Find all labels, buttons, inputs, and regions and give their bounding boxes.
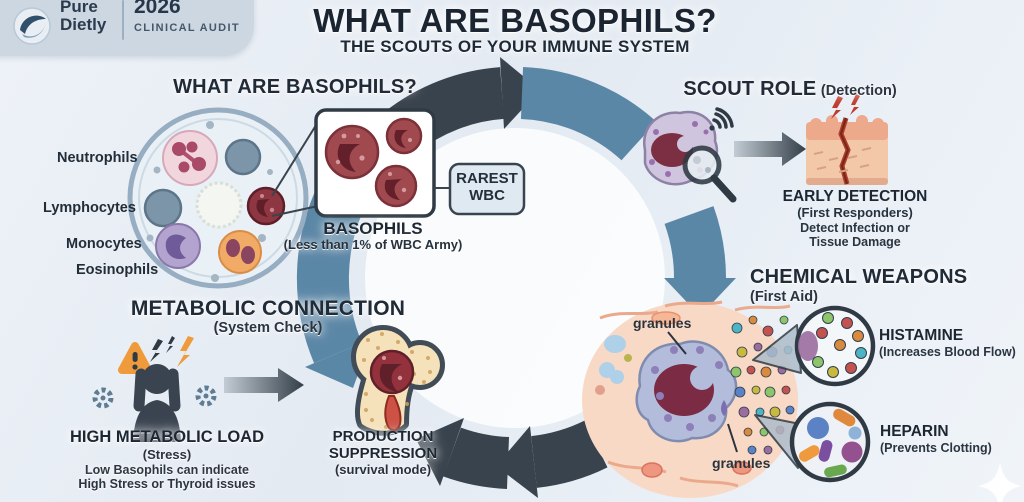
histamine-sub: (Increases Blood Flow) [879, 345, 1016, 359]
heparin-title: HEPARIN [880, 423, 949, 440]
brand-name-line2: Dietly [60, 14, 107, 34]
scout-basophil-illustration [642, 107, 737, 203]
signal-icon [709, 107, 734, 131]
wbc-circle-illustration [127, 107, 309, 289]
gear-icon [92, 385, 217, 409]
metabolic-caption-sub: (Stress) [142, 447, 192, 462]
sparkle-icon [978, 462, 1022, 502]
label-neutrophils: Neutrophils [57, 150, 138, 166]
magnifier-icon [682, 145, 737, 203]
brand-year: 2026 [134, 0, 181, 18]
arrow-stress-to-bone [224, 368, 304, 402]
chemical-heading-qualifier: (First Aid) [750, 289, 818, 305]
basophils-inset [314, 108, 436, 218]
granules-label-top: granules [633, 315, 692, 331]
metabolic-caption-body: Low Basophils can indicate High Stress o… [78, 463, 256, 492]
basophils-caption-sub: (Less than 1% of WBC Army) [283, 237, 463, 252]
histamine-magnifier [752, 305, 876, 387]
tissue-damage-illustration [806, 94, 888, 185]
heparin-sub: (Prevents Clotting) [880, 441, 992, 455]
section-what-are-heading: WHAT ARE BASOPHILS? [173, 76, 417, 98]
early-detection-sub: (First Responders) [797, 205, 913, 220]
scout-heading-qualifier: (Detection) [820, 83, 897, 99]
rarest-wbc-line1: RAREST [456, 170, 518, 187]
section-chemical-heading: CHEMICAL WEAPONS [750, 266, 968, 288]
pain-flash-icon [831, 94, 860, 119]
cycle-arrows [296, 57, 736, 498]
basophils-caption-title: BASOPHILS [323, 219, 423, 238]
brand-divider [122, 0, 124, 40]
degranulation-illustration [582, 300, 798, 498]
stressed-person-illustration [92, 336, 217, 442]
rarest-wbc-line2: WBC [469, 186, 505, 204]
rarest-wbc-badge-box [448, 162, 526, 216]
early-detection-body: Detect Infection or Tissue Damage [800, 221, 910, 250]
page-subtitle: THE SCOUTS OF YOUR IMMUNE SYSTEM [340, 37, 690, 56]
brand-logo-icon [13, 7, 51, 45]
production-line2: SUPPRESSION [328, 445, 438, 462]
brand-tagline: CLINICAL AUDIT [134, 22, 240, 34]
label-lymphocytes: Lymphocytes [43, 200, 136, 216]
rarest-wbc-badge: RAREST WBC [450, 170, 524, 205]
lightning-icon [150, 336, 194, 367]
arrow-scout-to-skin [734, 132, 806, 166]
granules-pointer-bottom [727, 423, 738, 453]
metabolic-caption-title: HIGH METABOLIC LOAD [69, 428, 264, 446]
histamine-title: HISTAMINE [879, 327, 964, 344]
granules-label-bottom: granules [712, 455, 771, 471]
production-caption: PRODUCTION SUPPRESSION (survival mode) [303, 428, 463, 477]
metabolic-heading-qualifier: (System Check) [213, 320, 323, 336]
bone-marrow-illustration [351, 325, 445, 436]
heparin-magnifier [754, 401, 871, 483]
label-monocytes: Monocytes [66, 236, 142, 252]
label-eosinophils: Eosinophils [76, 262, 159, 278]
granules-pointer-top [667, 331, 687, 355]
brand-name-line1: Pure [60, 0, 98, 16]
inset-connector-lines [271, 121, 319, 217]
scout-heading: SCOUT ROLE [683, 78, 817, 100]
page-title: WHAT ARE BASOPHILS? [313, 2, 717, 39]
early-detection-title: EARLY DETECTION [782, 188, 928, 205]
warning-icon [118, 342, 152, 374]
section-scout-heading: SCOUT ROLE (Detection) [650, 78, 930, 101]
brand-badge: Pure Dietly 2026 CLINICAL AUDIT [0, 0, 254, 56]
section-metabolic-heading: METABOLIC CONNECTION [130, 297, 406, 320]
production-line1: PRODUCTION [332, 428, 434, 445]
production-sub: (survival mode) [334, 462, 432, 477]
